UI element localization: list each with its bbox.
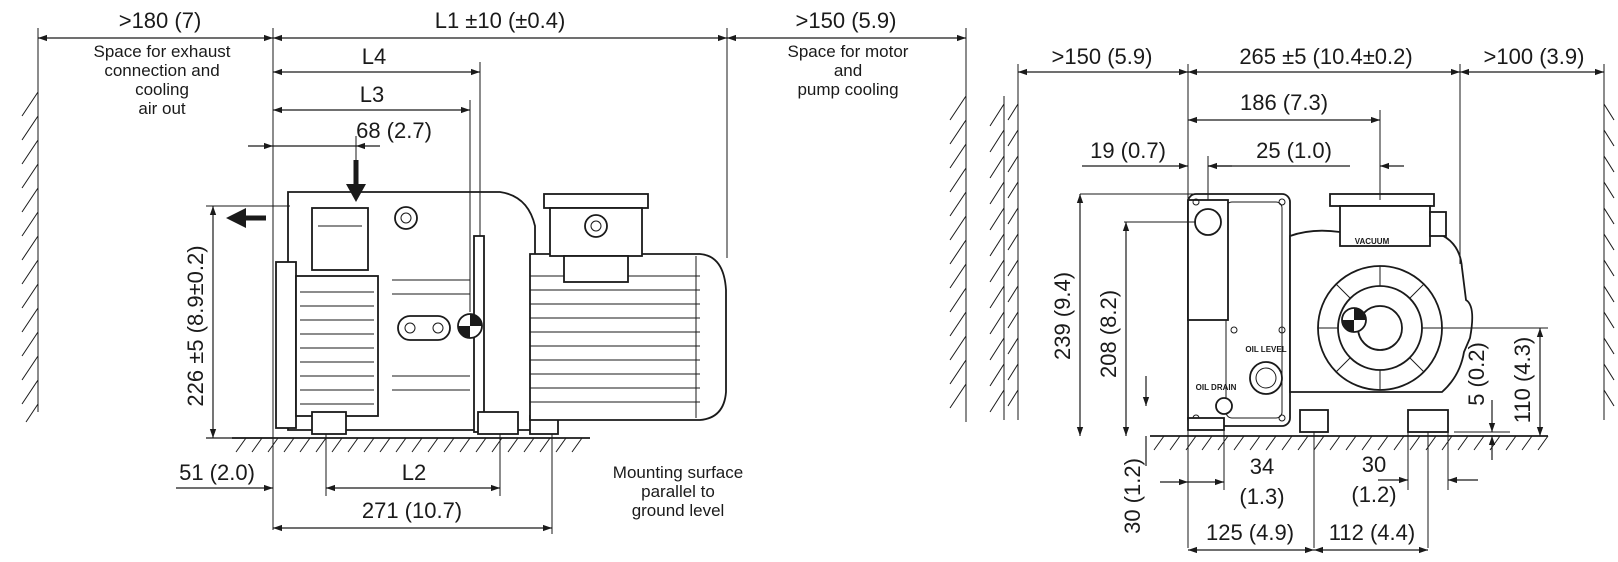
drain-offset-inch: (1.3) (1239, 484, 1284, 509)
exhaust-note-line: Space for exhaust (93, 42, 230, 61)
foot-spacing-left-dim: 125 (4.9) (1206, 520, 1294, 545)
vacuum-label: VACUUM (1355, 237, 1390, 246)
width-dim: 265 ±5 (10.4±0.2) (1239, 44, 1412, 69)
motor-note-line: Space for motor (788, 42, 909, 61)
exhaust-note-line: cooling (135, 80, 189, 99)
motor-note-line: and (834, 61, 862, 80)
height-dim: 226 ±5 (8.9±0.2) (183, 245, 208, 406)
inlet-arrow (346, 160, 366, 202)
drain-offset-value: 34 (1250, 454, 1274, 479)
axis-height-dim: 110 (4.3) (1510, 337, 1535, 423)
oil-drain-label: OIL DRAIN (1196, 383, 1237, 392)
l4-dim: L4 (362, 44, 386, 69)
left-clearance-dim: >150 (5.9) (1052, 44, 1153, 69)
l3-dim: L3 (360, 82, 384, 107)
right-wall-hatch (949, 92, 967, 422)
exhaust-note-line: connection and (104, 61, 219, 80)
motor-clearance-dim: >150 (5.9) (796, 8, 897, 33)
base-length-dim: 271 (10.7) (362, 498, 462, 523)
mounting-note: Mounting surface parallel to ground leve… (613, 463, 743, 520)
foot-offset-dim: 51 (2.0) (179, 460, 255, 485)
pump-side-outline (275, 191, 727, 435)
inlet-position-dim: 186 (7.3) (1240, 90, 1328, 115)
oil-level-label: OIL LEVEL (1245, 345, 1286, 354)
foot-width-value: 30 (1362, 452, 1386, 477)
oil-fill-offset-dim: 19 (0.7) (1090, 138, 1166, 163)
ground-front (1150, 435, 1549, 451)
l2-dim: L2 (402, 460, 426, 485)
exhaust-note-line: air out (138, 99, 186, 118)
inlet-flange-offset-dim: 25 (1.0) (1256, 138, 1332, 163)
ground-side (232, 437, 590, 453)
front-extension-lines (1017, 64, 1605, 548)
drain-height-dim: 30 (1.2) (1120, 458, 1145, 534)
mounting-note-line: parallel to (641, 482, 715, 501)
left-wall-hatch (21, 78, 39, 423)
foot-width-inch: (1.2) (1351, 482, 1396, 507)
overall-length-dim: L1 ±10 (±0.4) (435, 8, 566, 33)
foot-height-dim: 5 (0.2) (1464, 342, 1489, 406)
exhaust-clearance-dim: >180 (7) (119, 8, 202, 33)
mounting-note-line: Mounting surface (613, 463, 743, 482)
right-clearance-dim: >100 (3.9) (1484, 44, 1585, 69)
side-dimension-lines (38, 34, 966, 532)
exhaust-space-note: Space for exhaust connection and cooling… (93, 42, 230, 118)
motor-note-line: pump cooling (797, 80, 898, 99)
front-dimension-lines (1018, 68, 1604, 554)
pump-front-outline: OIL LEVEL OIL DRAIN VACUUM (1187, 193, 1474, 433)
oil-fill-height-dim: 208 (8.2) (1096, 290, 1121, 378)
front-left-wall-hatch (989, 96, 1019, 420)
mounting-note-line: ground level (632, 501, 725, 520)
front-right-wall-hatch (1603, 96, 1615, 420)
front-view: OIL LEVEL OIL DRAIN VACUUM (989, 44, 1615, 554)
exhaust-arrow (226, 208, 266, 228)
inlet-offset-dim: 68 (2.7) (356, 118, 432, 143)
side-view: >180 (7) L1 ±10 (±0.4) >150 (5.9) L4 L3 … (21, 8, 967, 534)
total-height-dim: 239 (9.4) (1050, 272, 1075, 360)
foot-spacing-right-dim: 112 (4.4) (1329, 520, 1415, 545)
motor-space-note: Space for motor and pump cooling (788, 42, 909, 99)
